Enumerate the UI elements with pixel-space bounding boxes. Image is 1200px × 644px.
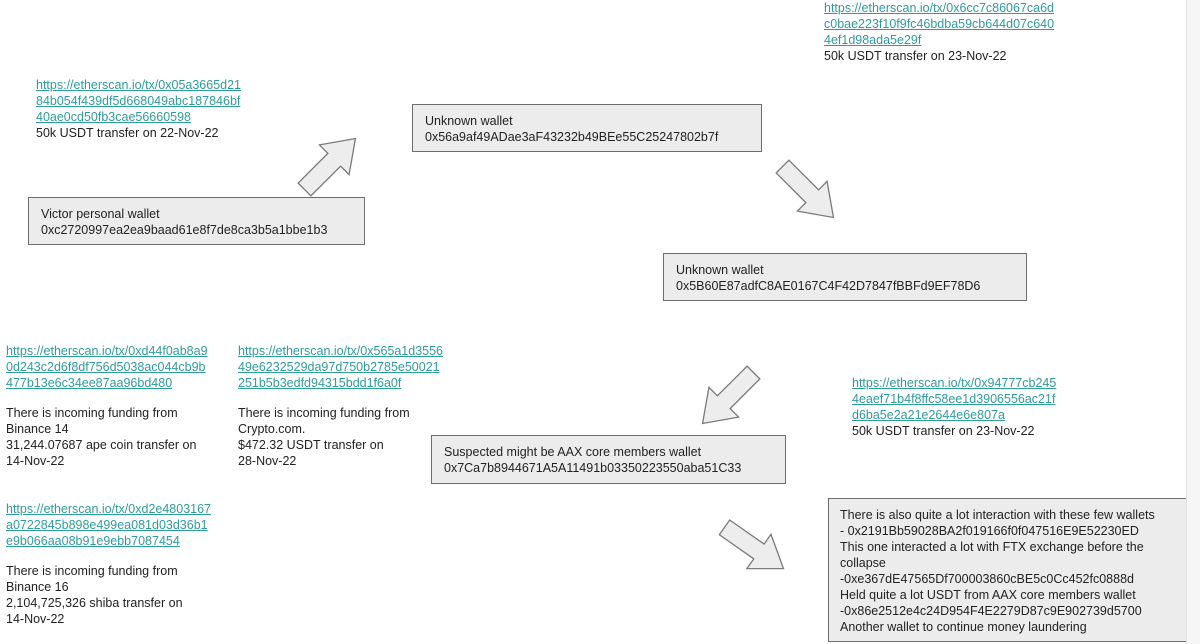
interaction-line: -0x86e2512e4c24D954F4E2279D87c9E902739d5… [840,604,1142,618]
wallet-address: 0x5B60E87adfC8AE0167C4F42D7847fBBFd9EF78… [676,279,981,293]
aax-wallet-box: Suspected might be AAX core members wall… [431,435,786,484]
scrollbar[interactable] [1186,0,1200,644]
unknown-wallet-2-box: Unknown wallet 0x5B60E87adfC8AE0167C4F42… [663,253,1027,301]
etherscan-link[interactable]: e9b066aa08b91e9ebb7087454 [6,534,180,548]
funding-note-3: https://etherscan.io/tx/0xd2e4803167 a07… [6,501,211,627]
etherscan-link[interactable]: a0722845b898e499ea081d03d36b1 [6,518,208,532]
funding-note-2: https://etherscan.io/tx/0x565a1d3556 49e… [238,343,443,469]
transfer-desc: 50k USDT transfer on 22-Nov-22 [36,126,219,140]
etherscan-link[interactable]: c0bae223f10f9fc46bdba59cb644d07c640 [824,17,1055,31]
funding-text: $472.32 USDT transfer on [238,438,384,452]
unknown-wallet-1-box: Unknown wallet 0x56a9af49ADae3aF43232b49… [412,104,762,152]
interaction-line: collapse [840,556,886,570]
etherscan-link[interactable]: https://etherscan.io/tx/0x565a1d3556 [238,344,444,358]
funding-text: 2,104,725,326 shiba transfer on [6,596,183,610]
wallet-label: Unknown wallet [676,263,764,277]
wallet-label: Suspected might be AAX core members wall… [444,445,702,459]
wallet-address: 0xc2720997ea2ea9baad61e8f7de8ca3b5a1bbe1… [41,223,328,237]
flow-arrow-down-right-2 [718,519,785,570]
wallet-label: Victor personal wallet [41,207,160,221]
funding-text: 14-Nov-22 [6,454,65,468]
etherscan-link[interactable]: https://etherscan.io/tx/0x6cc7c86067ca6d [824,1,1055,15]
etherscan-link[interactable]: d6ba5e2a21e2644e6e807a [852,408,1005,422]
transfer-desc: 50k USDT transfer on 23-Nov-22 [852,424,1035,438]
etherscan-link[interactable]: 49e6232529da97d750b2785e50021 [238,360,440,374]
funding-text: Binance 16 [6,580,69,594]
funding-text: There is incoming funding from [238,406,410,420]
etherscan-link[interactable]: 4eaef71b4f8ffc58ee1d3906556ac21f [852,392,1056,406]
transfer-note-3: https://etherscan.io/tx/0x94777cb245 4ea… [852,375,1056,439]
funding-text: There is incoming funding from [6,564,178,578]
transfer-desc: 50k USDT transfer on 23-Nov-22 [824,49,1007,63]
wallet-address: 0x7Ca7b8944671A5A11491b03350223550aba51C… [444,461,742,475]
funding-text: 31,244.07687 ape coin transfer on [6,438,197,452]
funding-text: Crypto.com. [238,422,306,436]
funding-text: 28-Nov-22 [238,454,297,468]
etherscan-link[interactable]: https://etherscan.io/tx/0x94777cb245 [852,376,1057,390]
flow-arrow-up-right [297,137,357,197]
wallet-address: 0x56a9af49ADae3aF43232b49BEe55C25247802b… [425,130,719,144]
victor-wallet-box: Victor personal wallet 0xc2720997ea2ea9b… [28,197,365,245]
etherscan-link[interactable]: 0d243c2d6f8df756d5038ac044cb9b [6,360,206,374]
funding-text: There is incoming funding from [6,406,178,420]
interaction-line: This one interacted a lot with FTX excha… [840,540,1144,554]
interaction-line: Held quite a lot USDT from AAX core memb… [840,588,1136,602]
interaction-line: -0xe367dE47565Df700003860cBE5c0Cc452fc08… [840,572,1134,586]
interaction-line: Another wallet to continue money launder… [840,620,1087,634]
etherscan-link[interactable]: 84b054f439df5d668049abc187846bf [36,94,241,108]
etherscan-link[interactable]: https://etherscan.io/tx/0x05a3665d21 [36,78,242,92]
interactions-box: There is also quite a lot interaction wi… [828,498,1188,642]
transfer-note-2: https://etherscan.io/tx/0x6cc7c86067ca6d… [824,0,1054,64]
etherscan-link[interactable]: https://etherscan.io/tx/0xd2e4803167 [6,502,212,516]
funding-text: Binance 14 [6,422,69,436]
interaction-line: - 0x2191Bb59028BA2f019166f0f047516E9E522… [840,524,1139,538]
wallet-label: Unknown wallet [425,114,513,128]
funding-text: 14-Nov-22 [6,612,65,626]
etherscan-link[interactable]: 477b13e6c34ee87aa96bd480 [6,376,173,390]
flow-arrow-down-right-1 [775,159,835,219]
funding-note-1: https://etherscan.io/tx/0xd44f0ab8a9 0d2… [6,343,208,469]
etherscan-link[interactable]: https://etherscan.io/tx/0xd44f0ab8a9 [6,344,208,358]
etherscan-link[interactable]: 4ef1d98ada5e29f [824,33,922,47]
etherscan-link[interactable]: 251b5b3edfd94315bdd1f6a0f [238,376,402,390]
etherscan-link[interactable]: 40ae0cd50fb3cae56660598 [36,110,192,124]
transfer-note-1: https://etherscan.io/tx/0x05a3665d21 84b… [36,77,241,141]
flow-arrow-down-left [701,365,761,425]
interaction-line: There is also quite a lot interaction wi… [840,508,1155,522]
